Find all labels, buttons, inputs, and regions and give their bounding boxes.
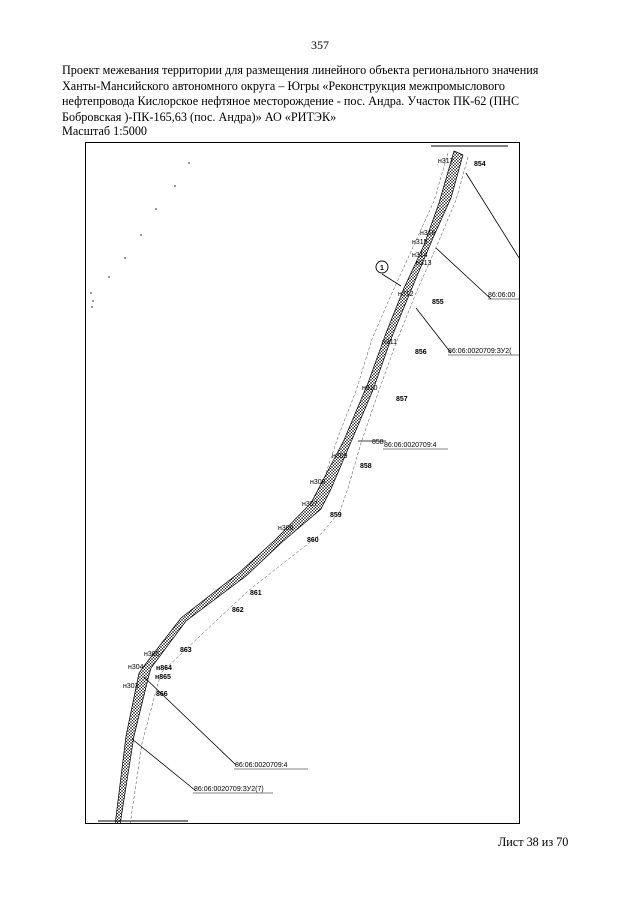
point-label: 857 [396,396,408,403]
point-label: н310 [362,385,378,392]
cadastral-map: 1 н317 854 н316 н315 н314 н313 н312 855 … [90,145,519,823]
map-frame: 1 н317 854 н316 н315 н314 н313 н312 855 … [85,142,520,824]
point-label: н317 [438,158,454,165]
point-label: 860 [307,537,319,544]
point-label: 859 [330,512,342,519]
point-label: 866 [156,691,168,698]
title-line: Проект межевания территории для размещен… [62,63,539,77]
point-label: 861 [250,590,262,597]
title-line: Ханты-Мансийского автономного округа – Ю… [62,78,505,93]
point-label: 856 [415,349,427,356]
point-label: 858 [372,439,384,446]
zone-marker-label: 1 [380,265,384,272]
scale-label: Масштаб 1:5000 [62,124,148,138]
parcel-labels: 86:06:00 86:06:0020709:ЗУ2( 86:06:002070… [194,292,515,793]
parcel-label: 86:06:0020709:4 [384,442,437,449]
title-line: Бобровская )-ПК-165,63 (пос. Андра)» АО … [62,109,337,124]
zone-marker-circle [375,260,389,274]
point-label: 863 [180,647,192,654]
point-label: н307 [302,501,318,508]
point-label: 854 [474,161,486,168]
parcel-label: 86:06:00 [488,292,515,299]
parcel-label: 86:06:0020709:4 [235,762,288,769]
point-label: н306 [278,525,294,532]
point-label: н311 [382,339,397,346]
pipeline-corridor [114,150,464,823]
point-label: н312 [398,291,414,298]
point-label: н315 [412,239,428,246]
point-label: 862 [232,607,244,614]
point-label: н305 [144,651,160,658]
sheet-number: Лист 38 из 70 [498,835,569,849]
point-label: н864 [156,665,172,672]
point-label: н303 [123,683,139,690]
leader-lines [131,172,519,792]
point-label: н865 [155,674,171,681]
point-label: 855 [432,299,444,306]
point-label: н313 [416,260,432,267]
parcel-label: 86:06:0020709:ЗУ2(7) [194,786,264,793]
point-label: н308 [310,479,326,486]
point-label: н316 [420,230,436,237]
title-line: нефтепровода Кислорское нефтяное месторо… [62,94,520,108]
page-number: 357 [311,38,329,52]
map-dashes [90,162,190,308]
point-labels: н317 854 н316 н315 н314 н313 н312 855 н3… [123,158,486,698]
point-label: н304 [128,664,144,671]
boundary-lines [130,152,469,823]
point-label: н314 [412,252,428,259]
parcel-underlines [193,298,519,794]
point-label: н309 [332,453,348,460]
parcel-label: 86:06:0020709:ЗУ2( [448,348,512,355]
document-title: Проект межевания территории для размещен… [62,63,582,125]
point-label: 858 [360,463,372,470]
